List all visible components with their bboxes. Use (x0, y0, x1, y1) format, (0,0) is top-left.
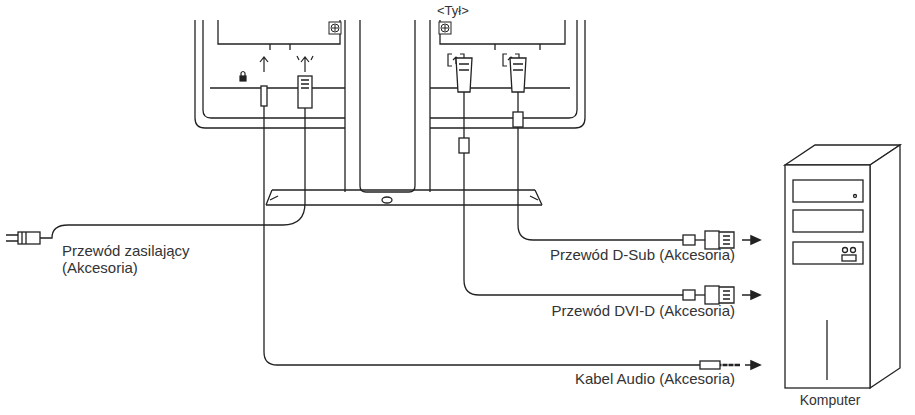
stand-part (266, 190, 542, 205)
dvi-cable (456, 58, 734, 304)
port-icons-part (240, 76, 246, 81)
computer-tower: Komputer (775, 140, 910, 412)
dvi-cable-part (459, 64, 469, 70)
d-sub-cable-part (695, 239, 705, 240)
tower-outline-part (870, 145, 900, 388)
audio-cable-part (720, 364, 740, 367)
power-cord-part (40, 108, 305, 238)
cable-label: Przewód zasilający (Akcesoria) (62, 243, 212, 276)
direction-arrow-part (751, 361, 760, 369)
power-cord (6, 76, 312, 244)
port-icons-part (260, 57, 268, 72)
monitor-housing-part (430, 87, 570, 88)
stand-part (266, 204, 542, 205)
screw-symbol (329, 22, 451, 34)
power-cord-part (18, 232, 40, 244)
power-cord-part (298, 76, 312, 108)
power-cord-part (6, 232, 26, 244)
tower-outline-part (785, 165, 870, 388)
stand (266, 20, 542, 205)
tower-outline-part (826, 320, 827, 380)
d-sub-cable-part (513, 112, 523, 127)
cable-label: Przewód DVI-D (Akcesoria) (552, 303, 735, 320)
stand-part (272, 189, 535, 190)
monitor-housing-part (440, 20, 565, 44)
monitor-housing-part (430, 20, 577, 118)
audio-cable-part (722, 363, 734, 367)
tower-outline (775, 140, 910, 412)
d-sub-cable-part (683, 235, 695, 245)
tower-outline-part (793, 210, 863, 232)
port-icons-part (297, 56, 313, 72)
monitor-housing-part (210, 87, 345, 88)
d-sub-cable-part (510, 58, 526, 92)
dvi-cable-part (705, 286, 719, 304)
screw-symbol-part (332, 25, 338, 31)
monitor-housing-part (195, 20, 345, 128)
dvi-cable-part (723, 291, 730, 299)
port-icons-part (241, 72, 245, 77)
tower-outline (785, 145, 900, 388)
d-sub-cable-part (513, 64, 523, 70)
cable-label: Przewód D-Sub (Akcesoria) (550, 247, 735, 264)
stand-part (345, 20, 430, 192)
screw-symbol-part (439, 22, 451, 34)
audio-cable-part (264, 106, 700, 365)
screw-symbol-part (331, 24, 339, 32)
stand-part (270, 196, 538, 200)
tower-outline-part (793, 242, 863, 264)
dvi-cable-part (456, 58, 472, 92)
audio-cable-part (261, 86, 267, 106)
dvi-cable-part (683, 290, 695, 300)
cable-label: Kabel Audio (Akcesoria) (575, 371, 735, 388)
screw-symbol-part (441, 24, 449, 32)
screw-symbol-part (442, 25, 448, 31)
monitor-housing-part (203, 20, 345, 118)
direction-arrow-part (751, 236, 760, 244)
power-cord-part (301, 80, 309, 88)
direction-arrow-part (751, 291, 760, 299)
d-sub-cable (510, 58, 734, 249)
port-icons (240, 54, 519, 81)
d-sub-cable-part (723, 236, 730, 244)
dvi-cable-part (719, 287, 734, 303)
d-sub-cable-part (518, 92, 683, 240)
screw-symbol-part (329, 22, 341, 34)
tower-outline-part (843, 248, 848, 253)
monitor-housing-part (270, 44, 540, 50)
stand-part (360, 20, 415, 192)
monitor-housing (195, 20, 585, 128)
tower-outline-part (793, 180, 863, 202)
device-name: Komputer (800, 393, 861, 408)
stand-part (382, 197, 392, 203)
dvi-cable-part (459, 138, 469, 153)
direction-arrow (742, 236, 760, 369)
tower-outline-part (851, 248, 856, 253)
dvi-cable-part (464, 92, 683, 295)
d-sub-cable-part (719, 232, 734, 248)
view-title: <Tył> (437, 4, 469, 18)
monitor-housing-part (430, 20, 585, 128)
audio-cable-part (700, 361, 720, 369)
monitor-housing-part (218, 20, 340, 44)
audio-cable (261, 86, 740, 369)
tower-outline-part (842, 255, 856, 261)
tower-outline-part (854, 195, 857, 198)
dvi-cable-part (695, 294, 705, 295)
